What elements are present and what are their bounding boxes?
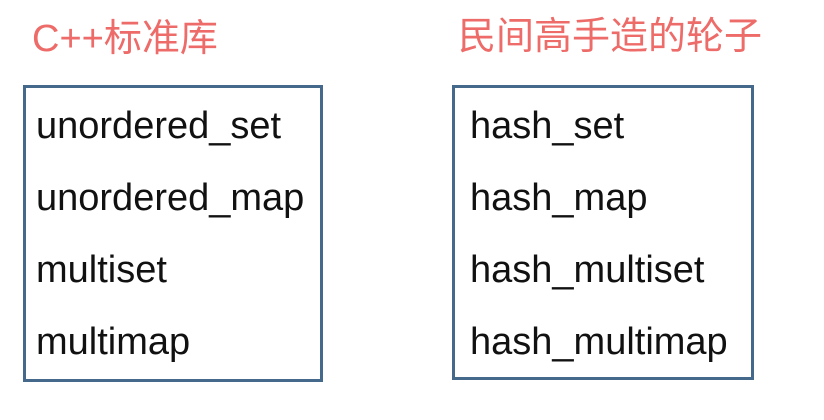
- list-item: hash_map: [470, 176, 648, 219]
- community-wheels-box: hash_set hash_map hash_multiset hash_mul…: [452, 85, 754, 380]
- list-item: hash_multiset: [470, 248, 705, 291]
- list-item: multimap: [36, 320, 191, 363]
- list-item: multiset: [36, 248, 167, 291]
- left-column-header: C++标准库: [32, 18, 218, 60]
- std-library-box: unordered_set unordered_map multiset mul…: [23, 85, 323, 382]
- list-item: hash_set: [470, 104, 625, 147]
- list-item: unordered_map: [36, 176, 305, 219]
- right-column-header: 民间高手造的轮子: [458, 16, 763, 58]
- list-item: hash_multimap: [470, 320, 728, 363]
- list-item: unordered_set: [36, 104, 282, 147]
